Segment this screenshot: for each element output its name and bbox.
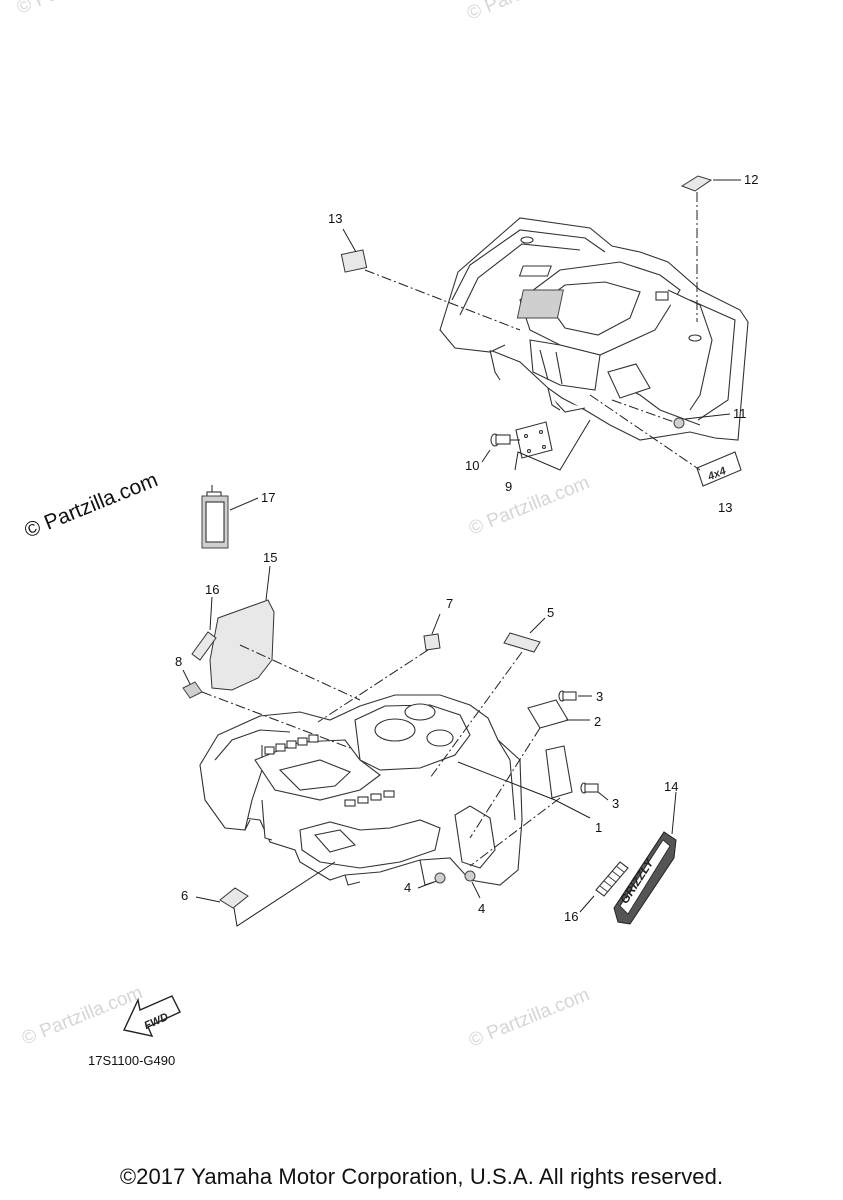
watermark-bottom-left: © Partzilla.com bbox=[19, 982, 146, 1049]
callout-14: 14 bbox=[664, 779, 678, 794]
dash-2 bbox=[469, 727, 541, 839]
callout-7: 7 bbox=[446, 596, 453, 611]
part-4-grommet-left bbox=[434, 872, 446, 884]
part-2-plate bbox=[527, 699, 569, 729]
callout-10: 10 bbox=[465, 458, 479, 473]
callout-16-left: 16 bbox=[205, 582, 219, 597]
callout-6: 6 bbox=[181, 888, 188, 903]
front-fender bbox=[199, 694, 523, 886]
callout-17: 17 bbox=[261, 490, 275, 505]
leader-9 bbox=[514, 419, 591, 471]
part-4-grommet-right bbox=[464, 870, 476, 882]
callout-16-right: 16 bbox=[564, 909, 578, 924]
callout-4-right: 4 bbox=[478, 901, 485, 916]
callout-1: 1 bbox=[595, 820, 602, 835]
dash-8 bbox=[201, 691, 351, 749]
leader-1 bbox=[457, 761, 591, 819]
part-17-tag bbox=[201, 485, 229, 549]
dash-5 bbox=[429, 651, 523, 779]
part-16-decal-right bbox=[595, 861, 629, 897]
dash-button-row bbox=[264, 734, 319, 755]
leader-4-left bbox=[417, 881, 435, 889]
part-3-screw-bottom bbox=[580, 782, 599, 794]
callout-3-bottom: 3 bbox=[612, 796, 619, 811]
callout-13-right: 13 bbox=[718, 500, 732, 515]
leader-14 bbox=[671, 791, 677, 835]
dash-11 bbox=[611, 399, 675, 423]
dash-13-top bbox=[364, 269, 521, 331]
rear-fender bbox=[439, 217, 749, 441]
leader-16-right bbox=[579, 895, 595, 913]
callout-5: 5 bbox=[547, 605, 554, 620]
leader-17 bbox=[229, 497, 259, 511]
front-plate bbox=[545, 745, 573, 799]
leader-13-top bbox=[342, 228, 357, 253]
leader-11 bbox=[684, 413, 731, 420]
leader-15 bbox=[265, 565, 271, 601]
callout-13-top: 13 bbox=[328, 211, 342, 226]
part-13-decal-4x4: 4x4 bbox=[696, 451, 742, 487]
part-6-decal bbox=[219, 887, 249, 909]
leader-4-right bbox=[471, 881, 481, 899]
leader-5 bbox=[529, 617, 546, 634]
watermark-top-center: © Partzilla.com bbox=[464, 0, 591, 25]
part-10-screw bbox=[490, 433, 511, 447]
callout-3-top: 3 bbox=[596, 689, 603, 704]
part-8-cap bbox=[182, 681, 203, 699]
leader-10 bbox=[481, 449, 491, 463]
part-9-plate bbox=[515, 421, 553, 459]
dash-13-right bbox=[589, 394, 701, 471]
part-5-decal bbox=[503, 632, 541, 653]
watermark-mid-right: © Partzilla.com bbox=[466, 472, 593, 539]
callout-11: 11 bbox=[733, 406, 747, 421]
part-7-decal bbox=[423, 633, 441, 651]
leader-16-left bbox=[209, 596, 213, 631]
diagram-code: 17S1100-G490 bbox=[88, 1053, 176, 1068]
watermark-bottom-right: © Partzilla.com bbox=[466, 984, 593, 1051]
watermark-top-left: © Partzilla.com bbox=[14, 0, 141, 19]
dash-7 bbox=[317, 649, 429, 723]
leader-6 bbox=[195, 896, 221, 903]
callout-8: 8 bbox=[175, 654, 182, 669]
callout-15: 15 bbox=[263, 550, 277, 565]
callout-4-left: 4 bbox=[404, 880, 411, 895]
part-15-decal bbox=[209, 599, 275, 691]
part-13-decal-top bbox=[340, 249, 368, 273]
part-16-decal-left bbox=[191, 631, 217, 661]
part-11-grommet bbox=[673, 417, 685, 429]
leader-6-b bbox=[233, 861, 336, 927]
watermark-main: © Partzilla.com bbox=[21, 468, 161, 542]
callout-9: 9 bbox=[505, 479, 512, 494]
part-12-decal bbox=[680, 175, 713, 192]
dash-15 bbox=[239, 644, 361, 701]
callout-2: 2 bbox=[594, 714, 601, 729]
leader-8 bbox=[182, 669, 191, 685]
dash-front-plate bbox=[469, 797, 561, 867]
part-3-screw-top bbox=[558, 690, 577, 702]
part-14-grizzly-emblem: GRIZZLY bbox=[613, 831, 677, 925]
callout-12: 12 bbox=[744, 172, 758, 187]
copyright-notice: ©2017 Yamaha Motor Corporation, U.S.A. A… bbox=[119, 1164, 724, 1189]
leader-7 bbox=[431, 613, 441, 635]
leader-3-bottom bbox=[597, 791, 609, 801]
